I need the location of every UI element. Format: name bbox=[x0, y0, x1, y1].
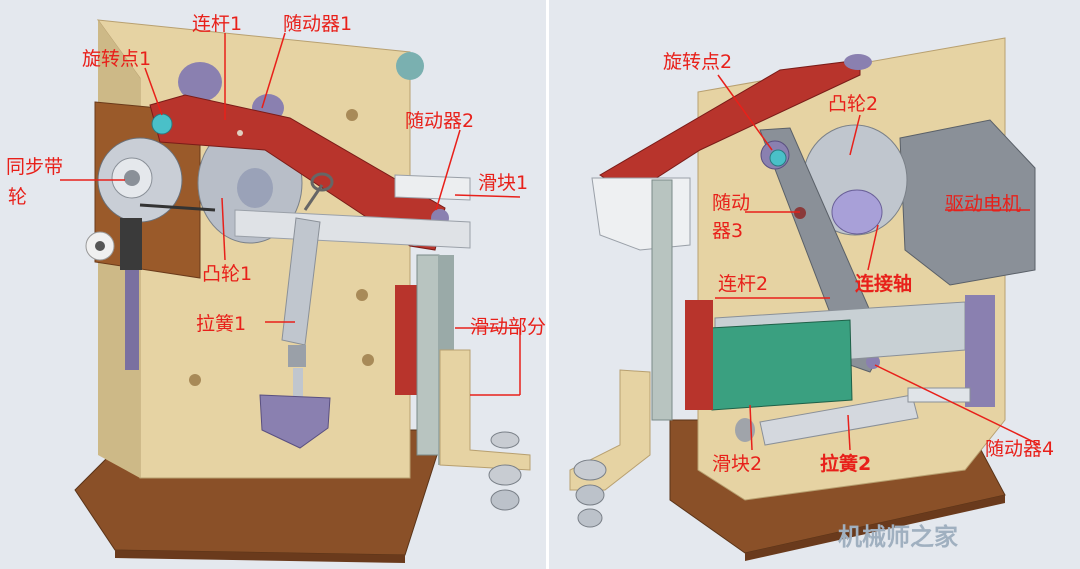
watermark: 机械师之家 bbox=[838, 523, 958, 551]
label-spring1: 拉簧1 bbox=[196, 313, 246, 335]
label-slider2: 滑块2 bbox=[712, 453, 762, 475]
slider1-block bbox=[394, 174, 471, 201]
pivot2-joint bbox=[769, 149, 787, 167]
label-link2: 连杆2 bbox=[718, 273, 768, 295]
spring2-body bbox=[759, 394, 919, 446]
panel-divider bbox=[546, 0, 549, 569]
right-mechanism-model bbox=[569, 37, 1041, 561]
label-follower3-line1: 随动 bbox=[712, 192, 750, 214]
link1-arm bbox=[149, 94, 446, 251]
slider2-block bbox=[709, 319, 853, 411]
label-drive-motor: 驱动电机 bbox=[945, 193, 1021, 215]
label-follower4: 随动器4 bbox=[985, 438, 1054, 460]
label-slider1: 滑块1 bbox=[478, 172, 528, 194]
label-timing-pulley-line1: 同步带 bbox=[6, 156, 63, 178]
sliding-part-bracket bbox=[439, 349, 531, 471]
top-bearing-left bbox=[178, 62, 222, 102]
label-timing-pulley-line2: 轮 bbox=[8, 186, 27, 208]
left-labels: 连杆1 随动器1 旋转点1 随动器2 同步带 轮 滑块1 凸轮1 拉簧1 滑动部… bbox=[6, 13, 546, 338]
pivot1-joint bbox=[151, 113, 173, 135]
label-follower1: 随动器1 bbox=[283, 13, 352, 35]
connecting-shaft bbox=[831, 189, 883, 235]
label-cam2: 凸轮2 bbox=[828, 93, 878, 115]
label-sliding-part: 滑动部分 bbox=[470, 316, 546, 338]
label-follower2: 随动器2 bbox=[405, 110, 474, 132]
left-mechanism-model bbox=[60, 19, 531, 563]
label-pivot2: 旋转点2 bbox=[663, 51, 732, 73]
right-labels: 旋转点2 凸轮2 随动 器3 驱动电机 连杆2 连接轴 随动器4 滑块2 拉簧2 bbox=[663, 51, 1054, 475]
spring1-anchor-block bbox=[259, 394, 331, 449]
label-link1: 连杆1 bbox=[192, 13, 242, 35]
drive-motor bbox=[899, 119, 1036, 286]
label-spring2: 拉簧2 bbox=[820, 452, 871, 475]
label-pivot1: 旋转点1 bbox=[82, 48, 151, 70]
label-follower3-line2: 器3 bbox=[712, 220, 743, 242]
label-cam1: 凸轮1 bbox=[202, 263, 252, 285]
label-connecting-shaft: 连接轴 bbox=[855, 272, 912, 295]
